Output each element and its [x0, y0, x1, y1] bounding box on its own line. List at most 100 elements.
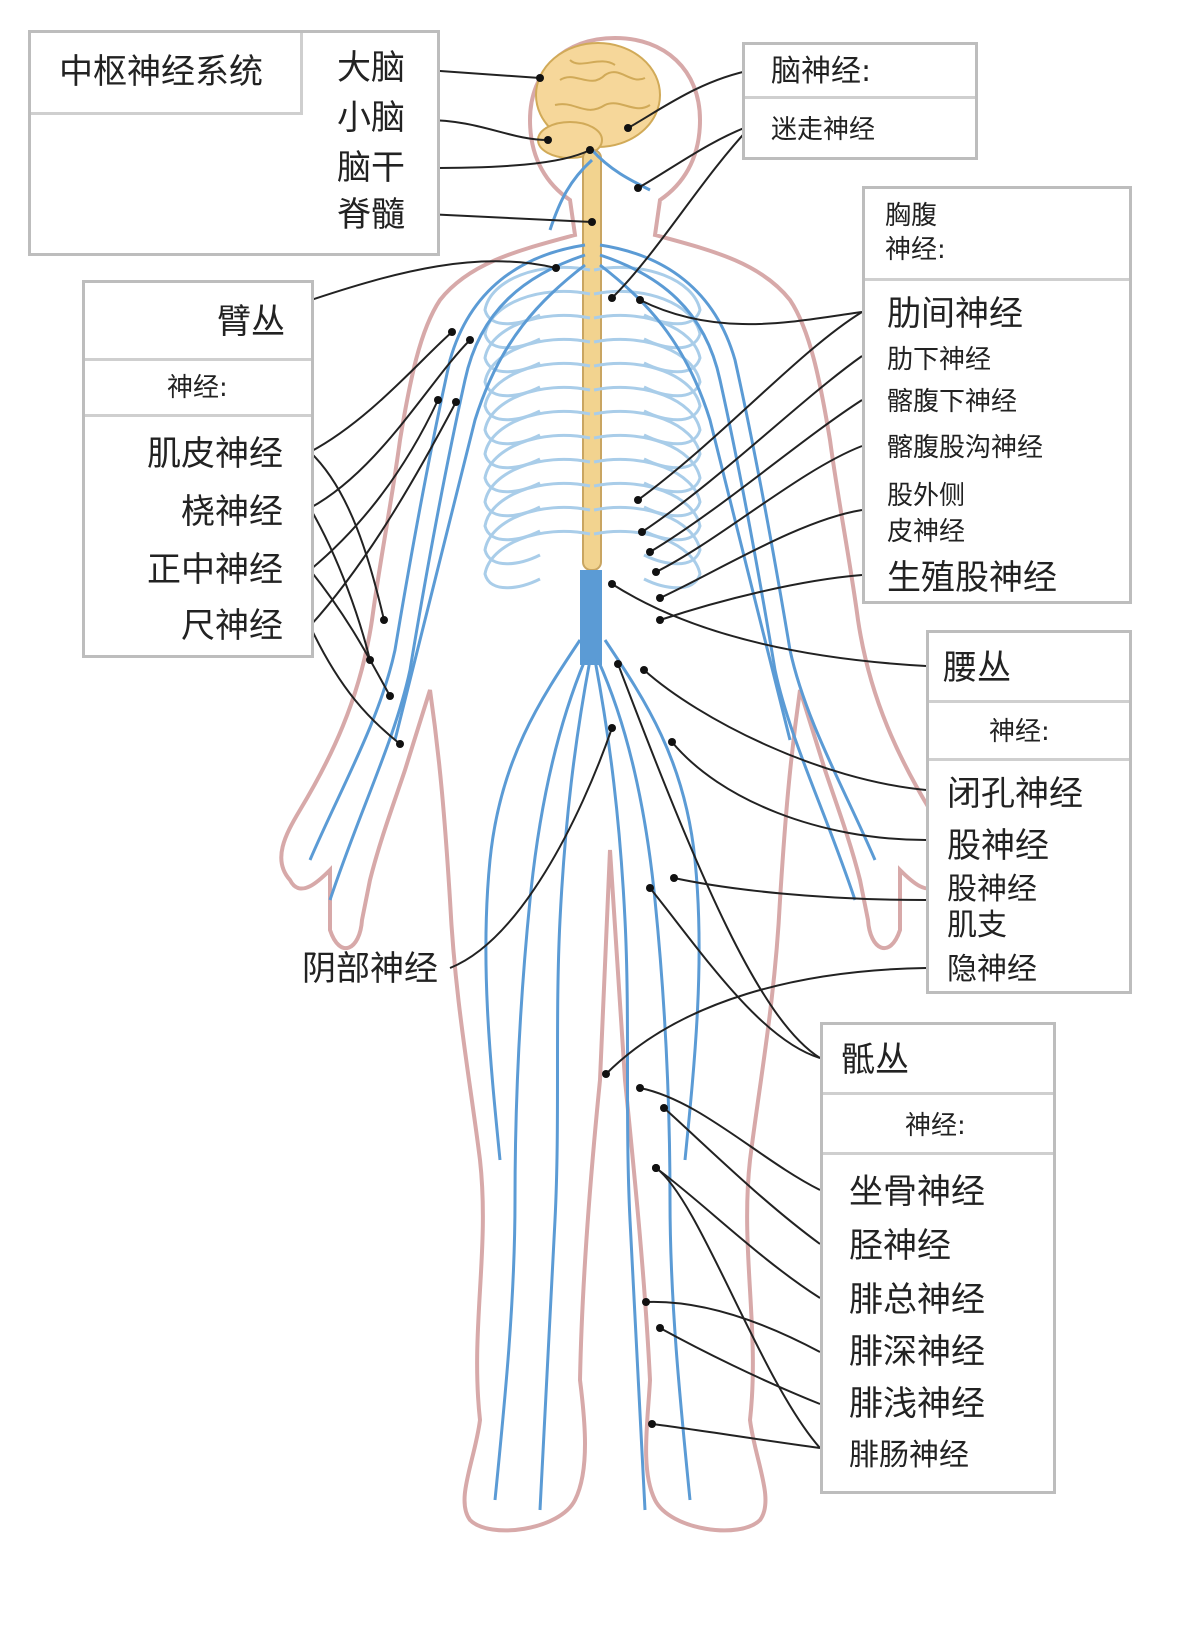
rib-left [483, 313, 591, 374]
peripheral-nerves [308, 148, 877, 1511]
leader-line [309, 451, 385, 621]
leader-line [605, 967, 927, 1075]
leader-dot [588, 218, 596, 226]
cranial-branches [548, 148, 651, 231]
leader-dot [544, 136, 552, 144]
leader-dot [608, 294, 616, 302]
arm-nerve-left-2 [328, 253, 586, 901]
leader-dot [646, 884, 654, 892]
leader-dot [640, 666, 648, 674]
brachial-item-ulnar: 尺神经 [181, 606, 283, 646]
cns-title: 中枢神经系统 [59, 52, 263, 92]
lumbar-subtitle: 神经: [989, 717, 1050, 747]
leader-line [309, 399, 439, 571]
leader-line [663, 1107, 821, 1245]
leader-line [651, 1423, 821, 1449]
leader-line [304, 260, 557, 303]
lumbar-item-obturator: 闭孔神经 [947, 774, 1083, 814]
thoracoabdominal-item-genitofemoral: 生殖股神经 [887, 558, 1057, 598]
leader-dot [366, 656, 374, 664]
sacral-item-superficial-peroneal: 腓浅神经 [849, 1384, 985, 1424]
pudendal-label: 阴部神经 [302, 949, 438, 989]
leader-dot [434, 396, 442, 404]
leader-dot [670, 874, 678, 882]
sacral-item-tibial: 胫神经 [849, 1226, 951, 1266]
leader-dot [448, 328, 456, 336]
thoracoabdominal-item-lateral-femoral-2: 皮神经 [887, 517, 966, 547]
leader-dot [586, 146, 594, 154]
rib-left [483, 481, 591, 542]
leader-dot [652, 568, 660, 576]
cns-item-cerebellum: 小脑 [337, 98, 405, 138]
leader-line [309, 401, 457, 627]
thoracoabdominal-box: 胸腹 神经: 肋间神经 肋下神经 髂腹下神经 髂腹股沟神经 股外侧 皮神经 生殖… [862, 186, 1132, 604]
sacral-subtitle: 神经: [905, 1111, 966, 1141]
leader-line [645, 1300, 821, 1353]
thoracoabdominal-item-ilioinguinal: 髂腹股沟神经 [887, 433, 1044, 463]
rib-left [483, 529, 591, 590]
leader-dot [602, 1070, 610, 1078]
leader-line [649, 887, 821, 1059]
leader-dot [636, 1084, 644, 1092]
brachial-subtitle: 神经: [167, 373, 228, 403]
leader-line [309, 625, 401, 745]
sacral-item-sural: 腓肠神经 [849, 1438, 969, 1473]
leader-dots [366, 74, 678, 1428]
leader-line [425, 69, 541, 79]
leader-dot [608, 724, 616, 732]
leader-line [309, 569, 391, 697]
rib-left [483, 361, 591, 422]
rib-left [483, 409, 591, 470]
leader-dot [656, 594, 664, 602]
leader-line [659, 1327, 821, 1405]
leader-dot [452, 398, 460, 406]
rib-left [483, 385, 591, 446]
leader-line [425, 119, 549, 141]
leader-dot [466, 336, 474, 344]
rib-right [593, 361, 702, 422]
sacral-item-sciatic: 坐骨神经 [849, 1172, 985, 1212]
leader-line [637, 124, 753, 189]
leader-line [659, 509, 863, 599]
arm-nerve-right-2 [599, 253, 857, 901]
leader-line [655, 1167, 821, 1299]
lumbar-title: 腰丛 [943, 648, 1011, 688]
cns-item-spinal-cord: 脊髓 [337, 195, 405, 235]
leg-nerve-left-2 [538, 659, 592, 1511]
cns-title-cell [31, 33, 303, 115]
lumbar-item-femoral-muscular-1: 股神经 [947, 872, 1037, 907]
leader-line [309, 339, 471, 509]
thoracoabdominal-item-lateral-femoral-1: 股外侧 [887, 481, 966, 511]
leader-line [671, 741, 927, 841]
leader-line [655, 445, 863, 573]
sacral-title: 骶丛 [841, 1040, 909, 1080]
cranial-box: 脑神经: 迷走神经 [742, 42, 978, 160]
rib-left [483, 337, 591, 398]
leader-dot [396, 740, 404, 748]
leader-dot [634, 184, 642, 192]
rib-left [483, 433, 591, 494]
intercostal-nerves [483, 265, 702, 590]
leader-dot [552, 264, 560, 272]
rib-left [483, 457, 591, 518]
thoracoabdominal-item-intercostal: 肋间神经 [887, 294, 1023, 334]
lumbar-item-saphenous: 隐神经 [947, 952, 1037, 987]
lumbar-item-femoral-muscular-2: 肌支 [947, 908, 1007, 943]
brachial-title: 臂丛 [217, 302, 285, 342]
leader-line [309, 507, 371, 661]
leader-line [643, 669, 927, 791]
leader-lines [304, 69, 927, 1449]
leader-dot [660, 1104, 668, 1112]
brachial-item-musculocutaneous: 肌皮神经 [147, 434, 283, 474]
leader-line [659, 574, 863, 621]
thoracoabdominal-title-1: 胸腹 [885, 201, 938, 231]
thoracoabdominal-title-2: 神经: [885, 235, 946, 265]
leader-line [627, 69, 753, 129]
brain-folds [554, 59, 651, 111]
lumbar-box: 腰丛 神经: 闭孔神经 股神经 股神经 肌支 隐神经 [926, 630, 1132, 994]
rib-right [593, 313, 702, 374]
leader-line [611, 583, 927, 667]
leg-nerve-right-2 [593, 659, 647, 1511]
leader-dot [536, 74, 544, 82]
